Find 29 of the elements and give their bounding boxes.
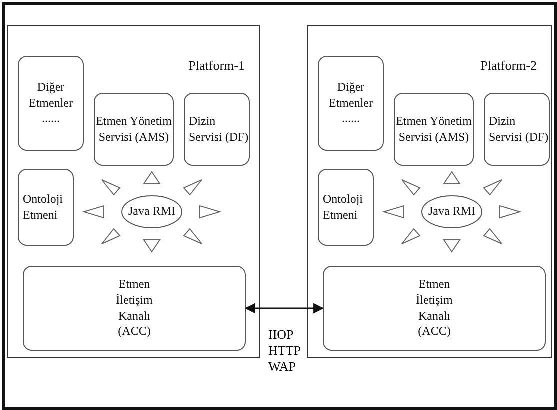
platform-title: Platform-1 — [188, 58, 245, 75]
channel-box — [323, 266, 546, 351]
platform-box — [307, 25, 552, 358]
channel-box — [23, 266, 246, 351]
node-label: Dizin Servisi (DF) — [489, 114, 549, 146]
service-box — [94, 93, 174, 166]
platform-box — [7, 25, 260, 358]
agent-box — [318, 169, 374, 246]
service-box — [484, 93, 550, 166]
node-label: ...... — [342, 111, 360, 127]
agent-box — [18, 56, 84, 151]
node-label: Ontoloji Etmeni — [23, 192, 64, 224]
node-label: Etmen İletişim Kanalı (ACC) — [415, 277, 454, 340]
node-label: Etmen İletişim Kanalı (ACC) — [115, 277, 154, 340]
node-label: Java RMI — [428, 204, 476, 220]
agent-box — [18, 169, 74, 246]
agent-box — [318, 56, 384, 151]
node-label: Etmen Yönetim Servisi (AMS) — [95, 114, 173, 146]
node-label: ...... — [42, 111, 60, 127]
node-label: Ontoloji Etmeni — [323, 192, 364, 224]
service-box — [184, 93, 250, 166]
platform-title: Platform-2 — [480, 58, 537, 75]
node-label: Diğer Etmenler — [328, 80, 374, 112]
node-label: Diğer Etmenler — [28, 80, 74, 112]
node-label: Java RMI — [128, 204, 176, 220]
node-label: Dizin Servisi (DF) — [189, 114, 249, 146]
node-label: Etmen Yönetim Servisi (AMS) — [395, 114, 473, 146]
double-arrow — [244, 303, 324, 314]
service-box — [394, 93, 474, 166]
